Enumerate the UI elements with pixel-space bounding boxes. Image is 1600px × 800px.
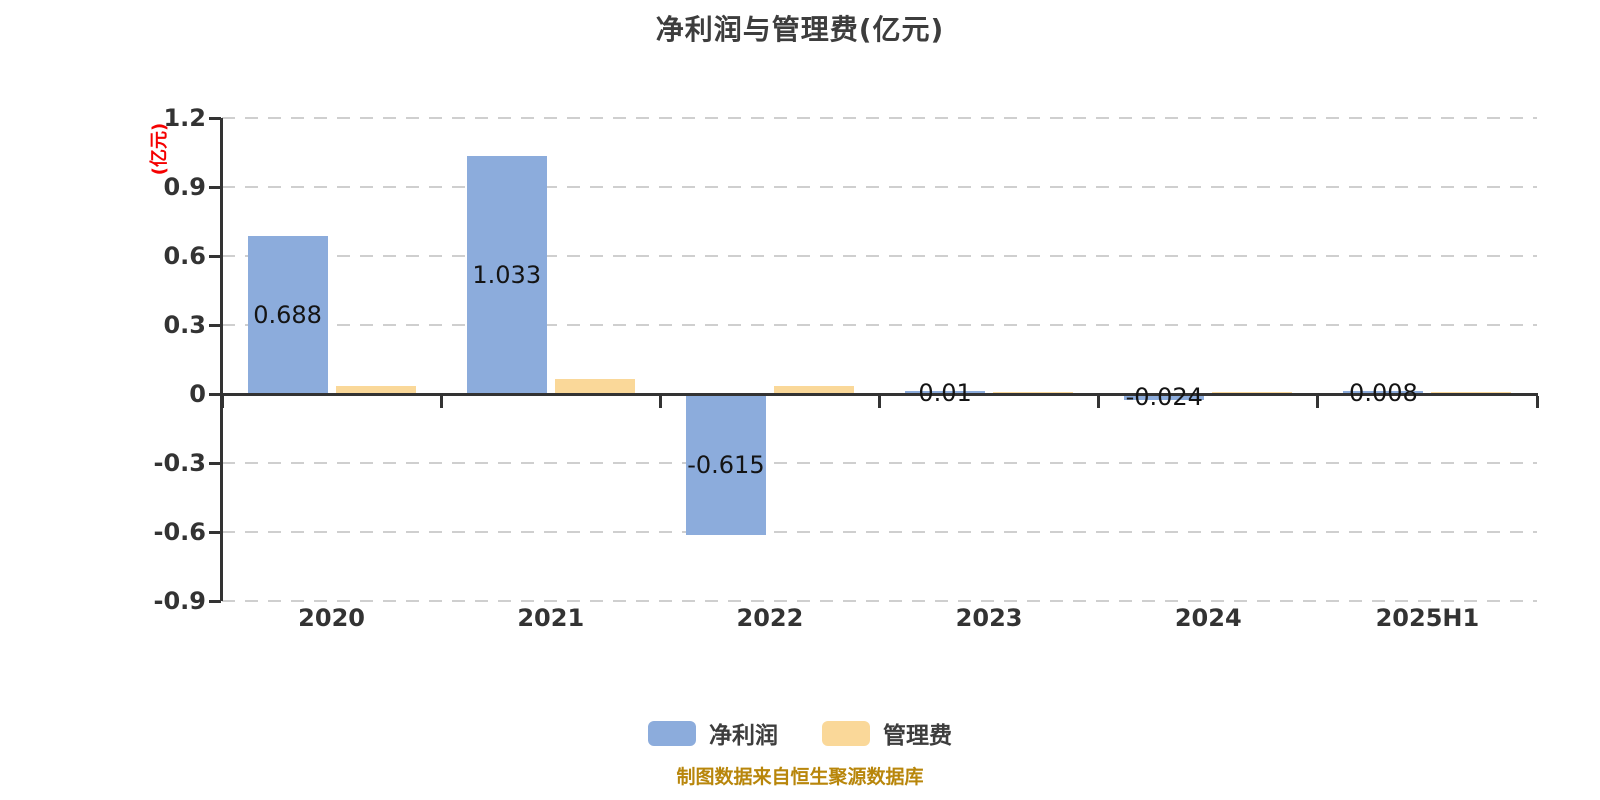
bar-value-label: 0.688 <box>253 300 322 329</box>
net-profit-bar <box>685 394 766 536</box>
x-axis-category-label: 2023 <box>955 604 1023 632</box>
legend-swatch <box>648 720 696 746</box>
net-profit-bar <box>247 235 328 394</box>
y-axis-tick-label: -0.9 <box>153 587 206 615</box>
y-axis-tick-label: 0.9 <box>163 173 206 201</box>
x-axis-tick <box>658 395 662 408</box>
x-axis-tick <box>220 395 224 408</box>
x-axis-tick <box>1316 395 1320 408</box>
chart-title: 净利润与管理费(亿元) <box>655 13 945 46</box>
legend: 净利润 管理费 <box>0 716 1600 750</box>
y-axis-tick <box>209 599 221 603</box>
mgmt-fee-bar <box>773 385 854 394</box>
gridline <box>222 462 1537 464</box>
y-axis-tick <box>209 461 221 465</box>
y-axis-tick-label: 1.2 <box>163 104 206 132</box>
net-profit-bar <box>1124 394 1205 400</box>
data-source-footnote: 制图数据来自恒生聚源数据库 <box>676 766 924 788</box>
y-axis-tick-label: 0.3 <box>163 311 206 339</box>
legend-item: 管理费 <box>822 716 952 750</box>
gridline <box>222 600 1537 602</box>
legend-label: 管理费 <box>883 723 952 749</box>
bar-value-label: -0.615 <box>687 450 765 479</box>
x-axis-line <box>220 392 1538 396</box>
bar-value-label: 0.008 <box>1349 379 1418 408</box>
x-axis-tick <box>1097 395 1101 408</box>
y-axis-tick-label: 0 <box>189 380 206 408</box>
x-axis-category-label: 2024 <box>1174 604 1242 632</box>
y-axis-tick <box>209 254 221 258</box>
legend-label: 净利润 <box>709 723 778 749</box>
x-axis-category-label: 2025H1 <box>1375 604 1480 632</box>
gridline <box>222 255 1537 257</box>
net-profit-bar <box>466 156 547 394</box>
x-axis-category-label: 2021 <box>517 604 585 632</box>
x-axis-category-label: 2022 <box>736 604 804 632</box>
x-axis-tick <box>878 395 881 408</box>
gridline <box>222 186 1537 188</box>
bar-value-label: -0.024 <box>1125 382 1203 411</box>
bar-value-label: 1.033 <box>472 261 542 290</box>
y-axis-tick-label: -0.6 <box>153 518 206 546</box>
x-axis-tick <box>1535 395 1539 408</box>
y-axis-tick-label: 0.6 <box>163 242 206 270</box>
y-axis-tick <box>209 392 221 396</box>
legend-swatch <box>822 720 870 746</box>
y-axis-line <box>220 118 223 601</box>
y-axis-tick <box>209 116 221 120</box>
gridline <box>222 324 1537 326</box>
y-axis-tick-label: -0.3 <box>153 449 206 477</box>
mgmt-fee-bar <box>554 379 635 394</box>
x-axis-tick <box>439 395 443 408</box>
bar-value-label: 0.01 <box>918 378 972 407</box>
y-axis-tick <box>209 323 221 327</box>
y-axis-tick <box>209 530 221 534</box>
gridline <box>222 531 1537 533</box>
y-axis-tick <box>209 185 221 189</box>
mgmt-fee-bar <box>335 385 416 394</box>
legend-item: 净利润 <box>648 716 778 750</box>
gridline <box>222 117 1537 119</box>
x-axis-category-label: 2020 <box>298 604 365 632</box>
